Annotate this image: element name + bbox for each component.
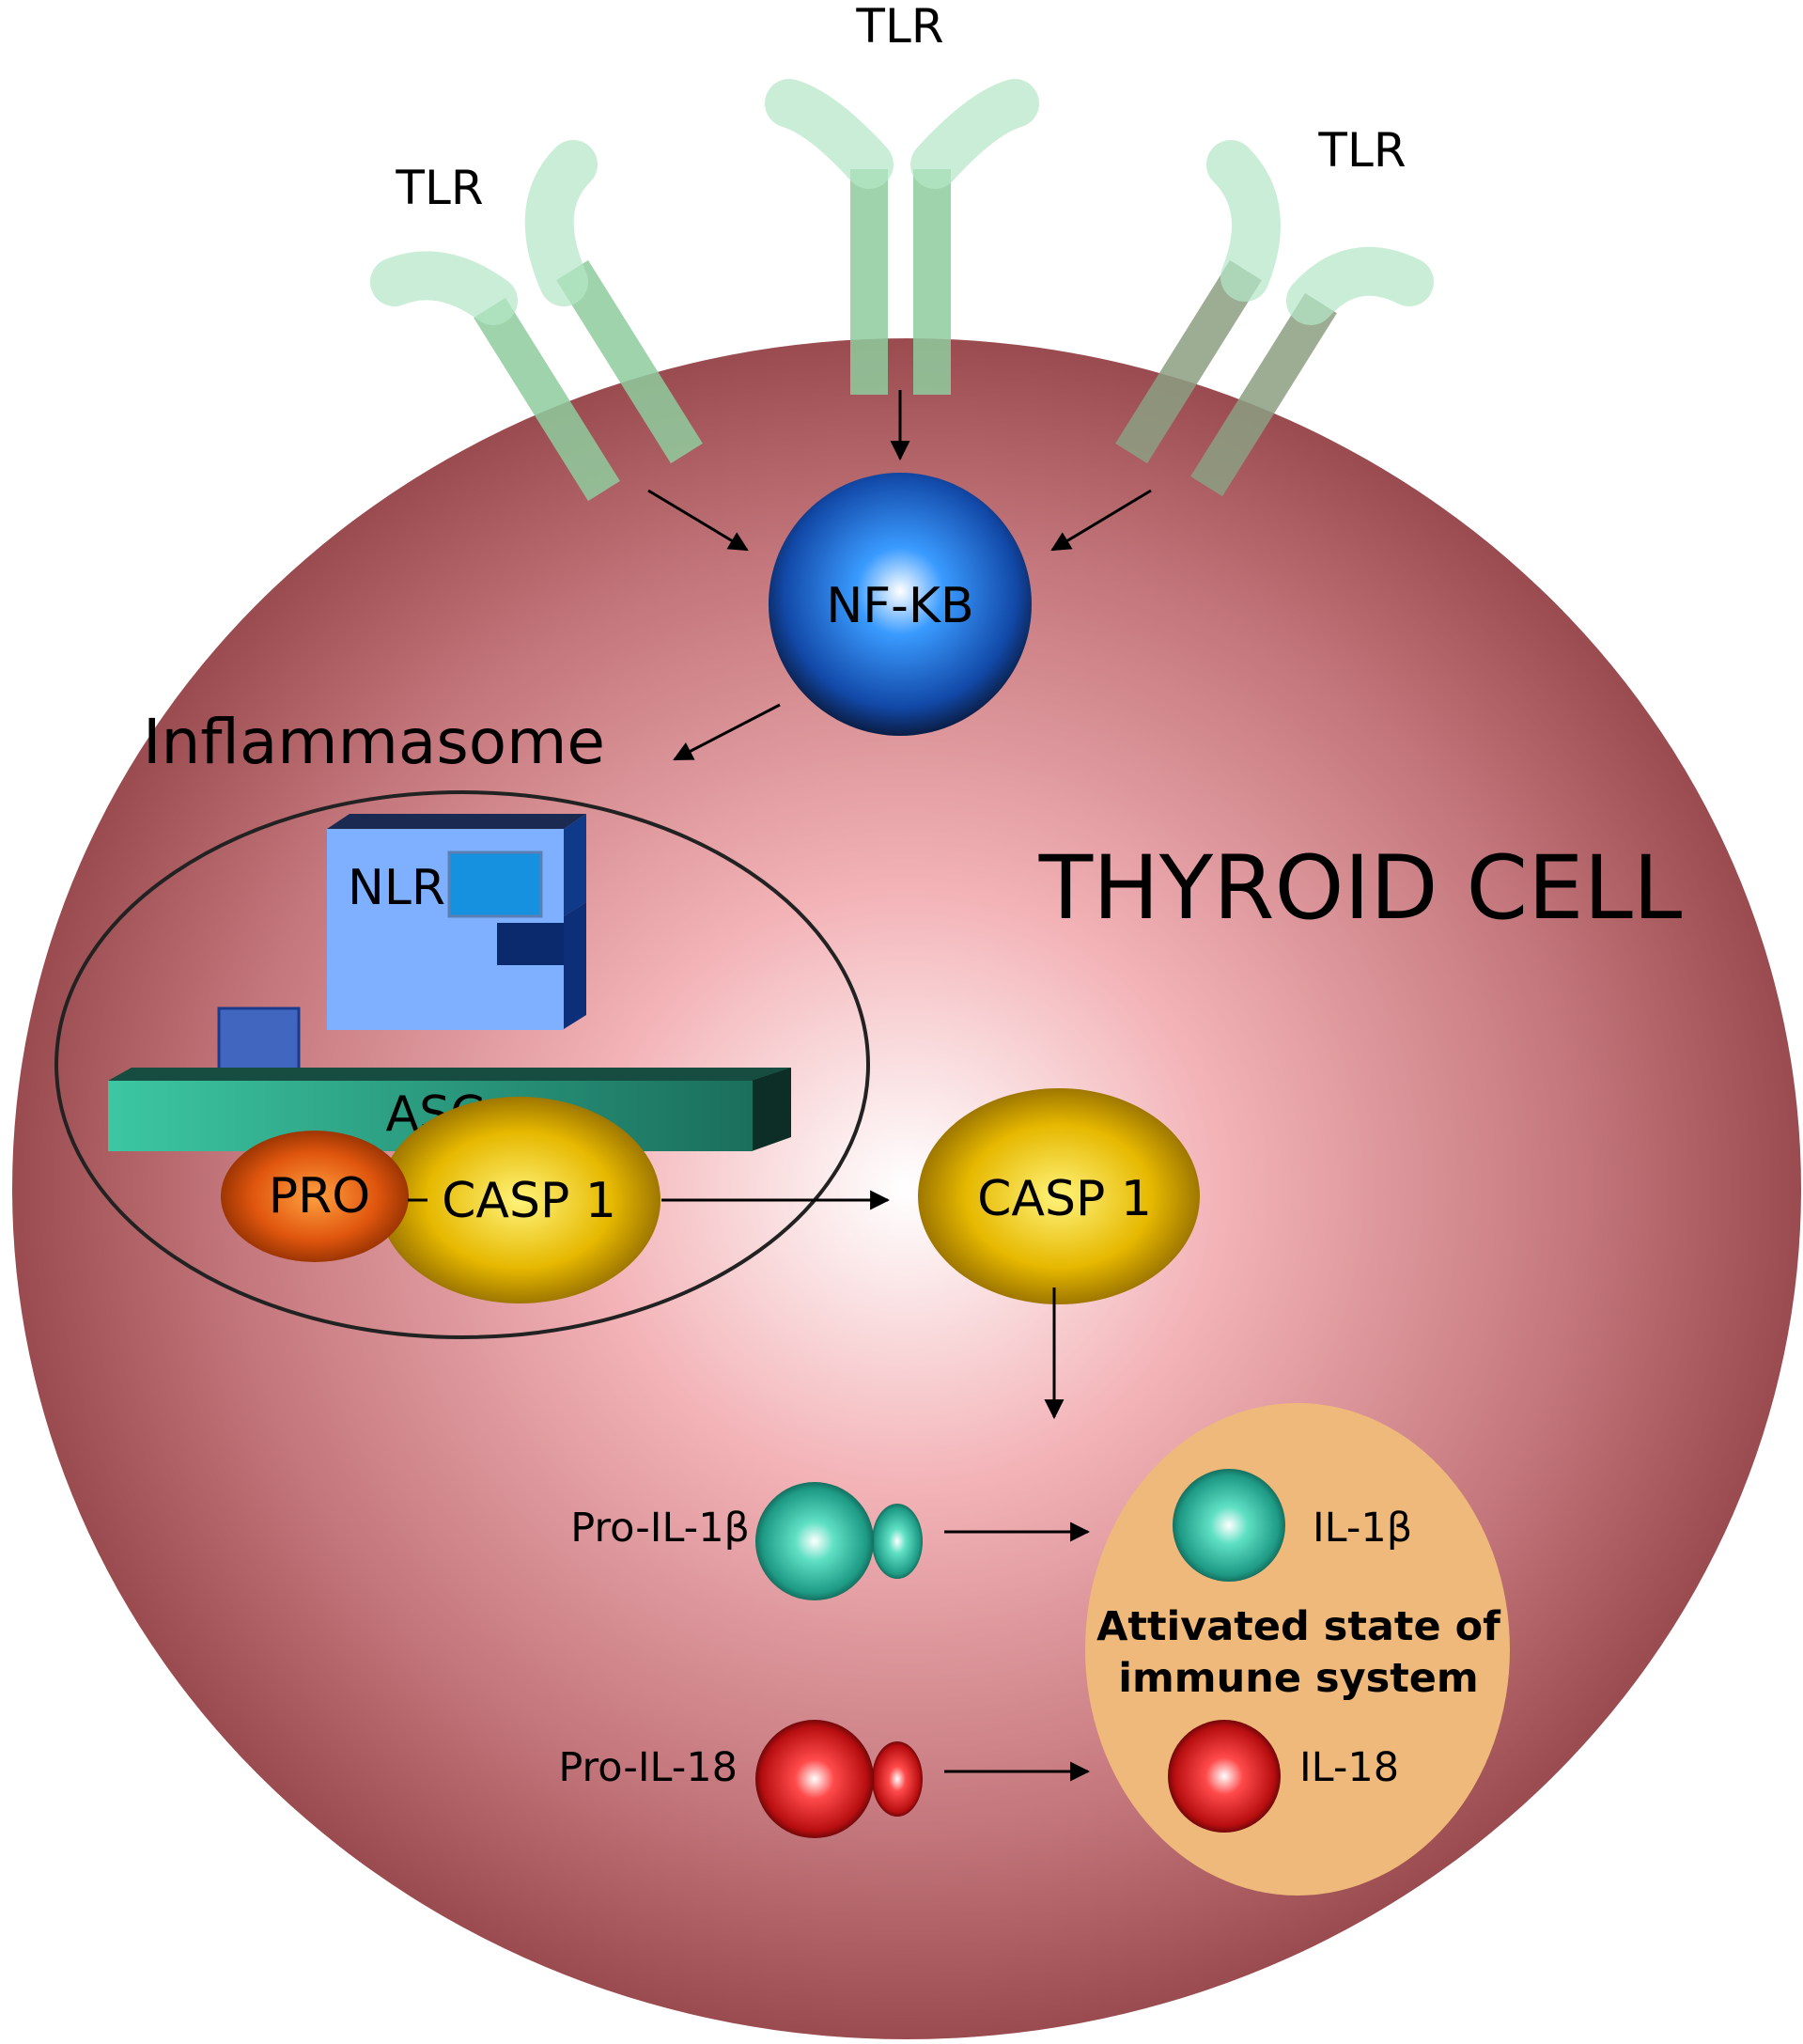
nlr-label: NLR [348, 860, 445, 916]
inflammasome-complex-outline [54, 790, 870, 1339]
activated-state-line2: immune system [1118, 1655, 1478, 1702]
nfkb-sphere [769, 473, 1032, 736]
il1b-molecule [1173, 1469, 1285, 1582]
pro-il1b-label: Pro-IL-1β [570, 1505, 750, 1552]
tlr-receptor-right [1115, 140, 1434, 497]
pro-il18-molecule [755, 1720, 923, 1838]
pro-domain [221, 1131, 409, 1262]
cell-label: THYROID CELL [1038, 837, 1683, 940]
casp1-bound-label: CASP 1 [442, 1173, 616, 1229]
tlr-label-right: TLR [1317, 123, 1406, 178]
tlr-label-left: TLR [395, 161, 483, 215]
pro-il1b-molecule [755, 1482, 923, 1600]
activated-state-line1: Attivated state of [1096, 1603, 1501, 1650]
pro-label: PRO [269, 1168, 370, 1225]
arrow-tlr-right-to-nfkb [1050, 489, 1152, 552]
tlr-receptor-left [370, 140, 703, 502]
nlr-block [327, 814, 586, 1030]
tlr-receptor-middle [765, 79, 1039, 395]
nfkb-label: NF-KB [826, 578, 973, 634]
pro-il18-label: Pro-IL-18 [558, 1744, 738, 1791]
il18-label: IL-18 [1299, 1744, 1399, 1791]
casp1-bound [379, 1097, 661, 1303]
casp1-free [918, 1088, 1200, 1304]
il1b-label: IL-1β [1313, 1505, 1412, 1552]
inflammasome-label: Inflammasome [143, 706, 605, 778]
casp1-free-label: CASP 1 [977, 1171, 1152, 1227]
arrow-tlr-left-to-nfkb [647, 489, 749, 552]
arrow-nfkb-to-inflammasome [673, 703, 781, 761]
il18-molecule [1168, 1720, 1281, 1833]
asc-binding-square [217, 1006, 301, 1074]
tlr-label-middle: TLR [855, 0, 943, 54]
